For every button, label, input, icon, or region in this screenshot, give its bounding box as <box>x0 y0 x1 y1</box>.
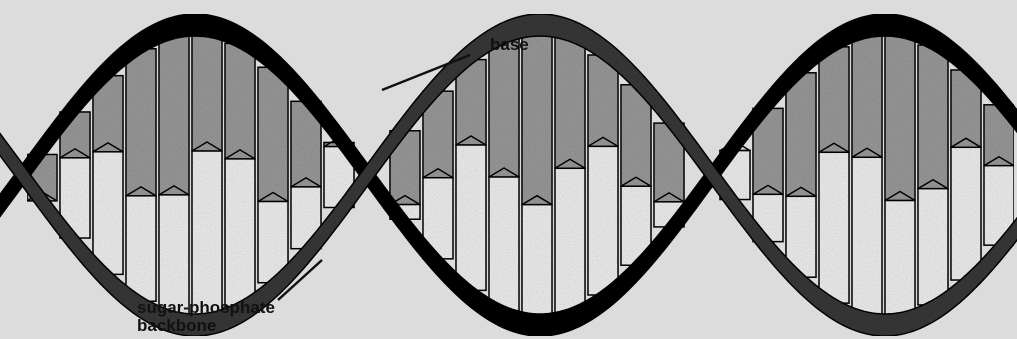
base <box>225 159 255 307</box>
base <box>885 201 915 318</box>
base <box>588 146 618 295</box>
base <box>192 151 222 318</box>
base <box>951 147 981 280</box>
base <box>918 45 948 189</box>
base <box>819 47 849 152</box>
base <box>126 49 156 196</box>
base-pair <box>621 85 651 265</box>
base-pair <box>786 73 816 277</box>
base <box>786 73 816 197</box>
base-pair <box>225 43 255 306</box>
base-pair <box>93 76 123 275</box>
base-pair <box>819 47 849 303</box>
base <box>159 34 189 195</box>
backbone-label: sugar-phosphate backbone <box>137 299 275 335</box>
base-pair <box>522 31 552 319</box>
backbone-label-line-1: sugar-phosphate <box>137 299 275 317</box>
base <box>852 33 882 157</box>
base-pair <box>423 91 453 259</box>
base <box>456 145 486 290</box>
base-pair <box>159 34 189 317</box>
base-label: base <box>490 36 529 54</box>
base <box>555 168 585 313</box>
base <box>522 31 552 205</box>
base <box>489 177 519 311</box>
base <box>258 67 288 201</box>
base <box>192 32 222 151</box>
backbone-label-line-2: backbone <box>137 317 275 335</box>
base <box>93 152 123 275</box>
base <box>885 32 915 200</box>
base <box>852 157 882 317</box>
base-pair <box>489 39 519 311</box>
base-pair <box>753 108 783 241</box>
base <box>126 196 156 301</box>
base <box>522 205 552 319</box>
base-pair <box>126 49 156 301</box>
base-pair <box>588 55 618 295</box>
base-pair <box>885 32 915 317</box>
base <box>225 43 255 158</box>
base-pair <box>852 33 882 317</box>
base-pair <box>918 45 948 305</box>
base-pair <box>456 60 486 291</box>
base-pair <box>192 32 222 318</box>
base-pair <box>951 70 981 280</box>
base-pair <box>291 101 321 248</box>
base <box>819 152 849 303</box>
base <box>555 37 585 169</box>
base <box>489 39 519 177</box>
base-pair <box>555 37 585 314</box>
base-pair <box>984 105 1014 245</box>
base <box>918 189 948 305</box>
base-pair <box>258 67 288 282</box>
